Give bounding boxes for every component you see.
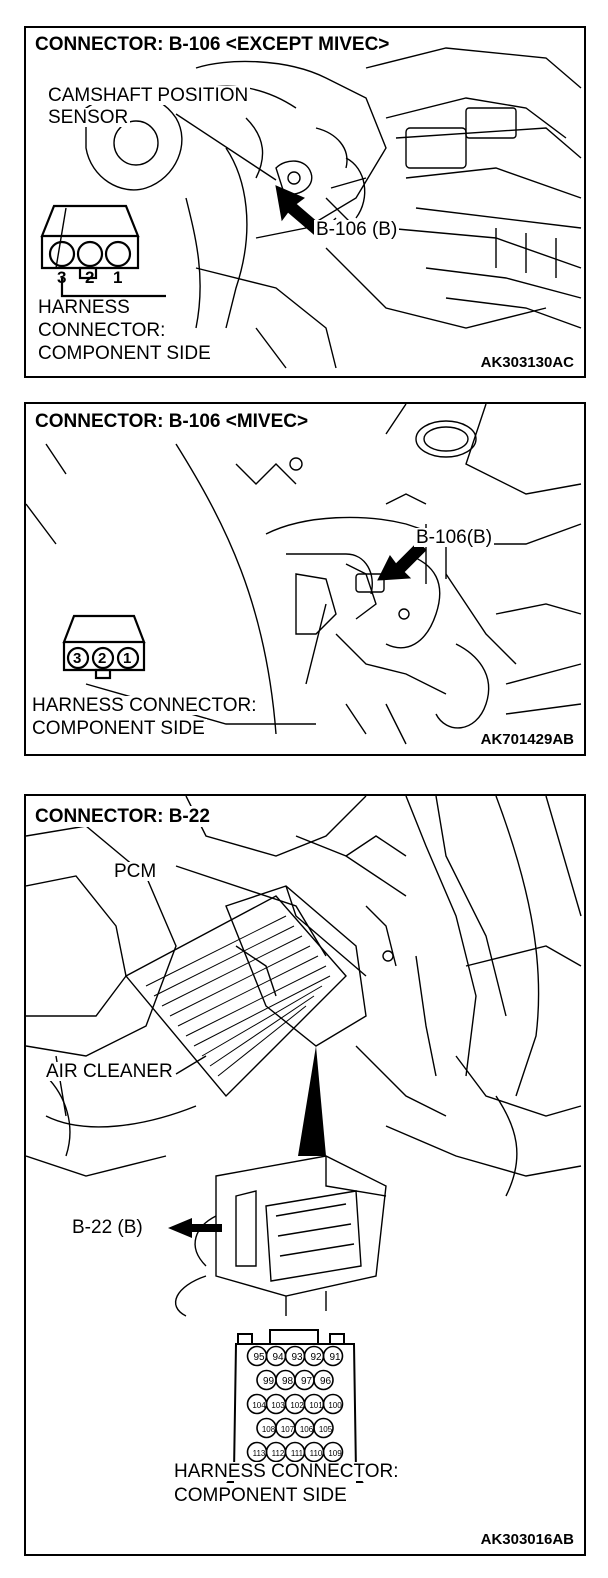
pin-label: 1 <box>123 650 132 667</box>
connector-ref-label: B-106 (B) <box>314 219 400 240</box>
pin-label: 95 <box>253 1352 265 1363</box>
pin-label: 112 <box>271 1449 285 1458</box>
pin-circle <box>322 1345 344 1367</box>
harness-label-line2: COMPONENT SIDE <box>30 718 207 739</box>
pin-label: 111 <box>290 1449 304 1458</box>
pcm-label: PCM <box>112 861 159 882</box>
connector-3pin-icon-2 <box>62 614 146 680</box>
pin-label: 96 <box>319 1376 332 1387</box>
harness-label-line1: HARNESS CONNECTOR: <box>30 695 259 716</box>
connector-ref-label: B-22 (B) <box>72 1217 143 1238</box>
engine-illustration-3 <box>26 796 582 1483</box>
pin-label: 104 <box>252 1401 266 1410</box>
pin-label: 2 <box>98 650 107 667</box>
pin-label: 109 <box>328 1449 342 1458</box>
engine-illustration-2 <box>26 404 582 745</box>
harness-label-line1: HARNESS <box>36 297 132 318</box>
connector-ref-label: B-106(B) <box>414 527 495 548</box>
sensor-label-line1: CAMSHAFT POSITION <box>46 85 251 106</box>
pin-label: 92 <box>310 1352 322 1363</box>
pin-label: 108 <box>261 1425 276 1434</box>
pin-label: 105 <box>318 1425 333 1434</box>
panel-title: CONNECTOR: B-22 <box>32 806 213 827</box>
pin-circle <box>322 1441 344 1463</box>
pin-label: 106 <box>299 1425 314 1434</box>
pin-label: 1 <box>113 268 123 287</box>
sensor-label-line2: SENSOR <box>46 107 131 128</box>
pin-label: 94 <box>272 1352 284 1363</box>
panel-title: CONNECTOR: B-106 <MIVEC> <box>32 411 312 432</box>
pin-label: 3 <box>73 650 82 667</box>
pin-label: 97 <box>300 1376 313 1387</box>
pin-label: 98 <box>281 1376 294 1387</box>
pin-circle <box>313 1369 334 1391</box>
pin-label: 2 <box>85 268 95 287</box>
harness-label-line3: COMPONENT SIDE <box>36 343 213 364</box>
harness-label-line2: CONNECTOR: <box>36 320 168 341</box>
pin-label: 107 <box>280 1425 295 1434</box>
pin-label: 93 <box>291 1352 303 1363</box>
connector-3pin-icon-1 <box>40 204 166 298</box>
panel-b22: CONNECTOR: B-22 PCM AIR CLEANER B-22 (B)… <box>24 794 586 1556</box>
pin-label: 91 <box>329 1352 341 1363</box>
figure-code: AK701429AB <box>478 731 576 748</box>
harness-label-line2: COMPONENT SIDE <box>172 1485 349 1506</box>
pin-label: 110 <box>309 1449 323 1458</box>
air-cleaner-label: AIR CLEANER <box>44 1061 175 1082</box>
pin-label: 100 <box>328 1401 342 1410</box>
pin-label: 101 <box>309 1401 323 1410</box>
panel-b106-except-mivec: CONNECTOR: B-106 <EXCEPT MIVEC> CAMSHAFT… <box>24 26 586 378</box>
figure-code: AK303130AC <box>478 354 576 371</box>
harness-label-line1: HARNESS CONNECTOR: <box>172 1461 401 1482</box>
pin-label: 3 <box>57 268 67 287</box>
engine-illustration-1 <box>40 47 582 369</box>
pin-label: 99 <box>262 1376 275 1387</box>
pin-circles <box>246 1345 344 1463</box>
panel-title: CONNECTOR: B-106 <EXCEPT MIVEC> <box>32 34 393 55</box>
pin-label: 103 <box>271 1401 285 1410</box>
figure-code: AK303016AB <box>478 1531 576 1548</box>
pin-circle <box>322 1393 344 1415</box>
pin-label: 102 <box>290 1401 304 1410</box>
pin-label: 113 <box>252 1449 266 1458</box>
pin-circle <box>313 1417 334 1439</box>
panel-b106-mivec: CONNECTOR: B-106 <MIVEC> B-106(B) 3 2 1 … <box>24 402 586 756</box>
